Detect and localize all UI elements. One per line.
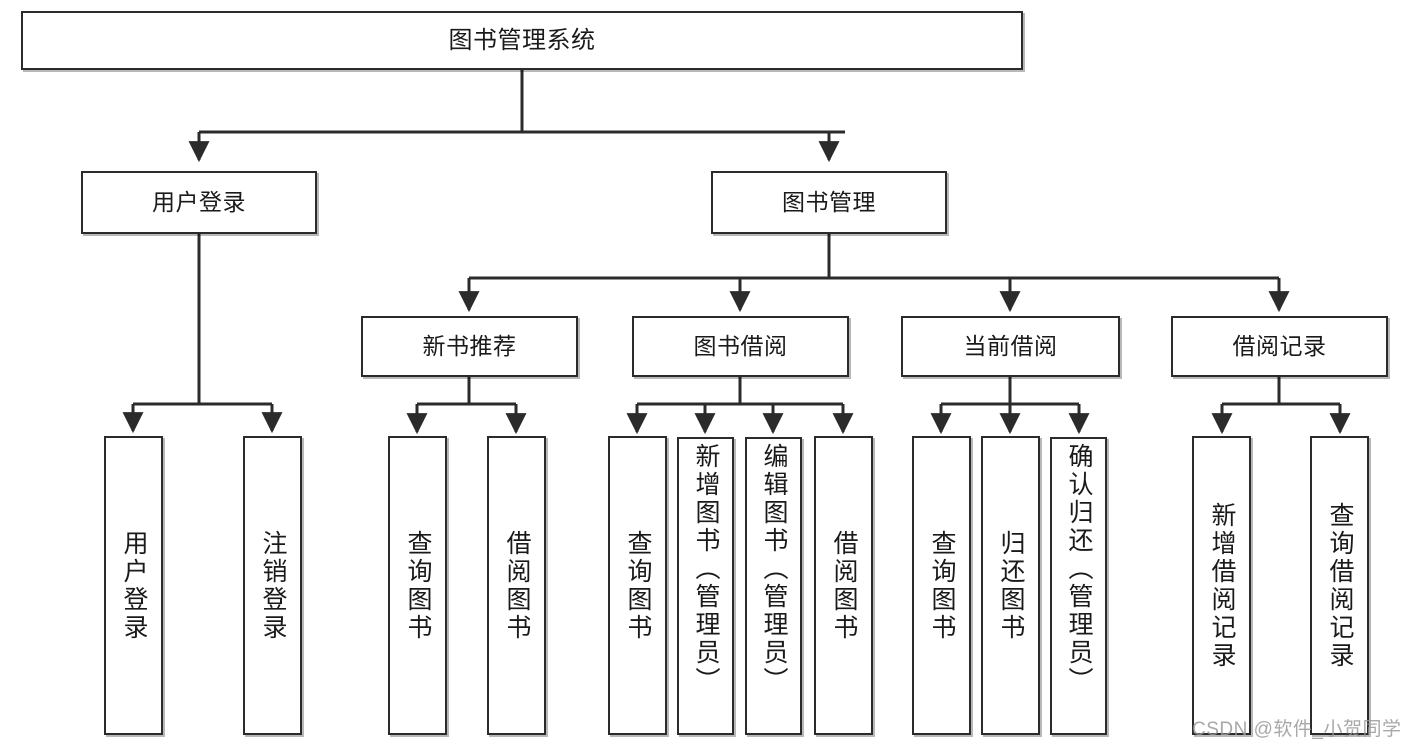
node-label: 新增借阅记录 (1208, 501, 1236, 670)
node-book-management[interactable]: 图书管理 (711, 171, 947, 234)
leaf-query-book-recommend[interactable]: 查询图书 (388, 436, 447, 735)
node-label: 新书推荐 (422, 333, 517, 360)
node-label: 借阅图书 (503, 529, 531, 642)
leaf-borrow-book-recommend[interactable]: 借阅图书 (487, 436, 546, 735)
node-label: 查询图书 (928, 529, 956, 642)
leaf-user-login[interactable]: 用户登录 (104, 436, 163, 735)
node-book-borrow[interactable]: 图书借阅 (632, 316, 849, 377)
node-label: 图书管理 (782, 189, 876, 216)
node-current-borrow[interactable]: 当前借阅 (901, 316, 1120, 377)
leaf-query-borrow-record[interactable]: 查询借阅记录 (1310, 436, 1369, 735)
node-label: 借阅记录 (1232, 333, 1327, 360)
node-root-system[interactable]: 图书管理系统 (21, 11, 1023, 70)
node-label: 借阅图书 (830, 529, 858, 642)
leaf-query-book-current[interactable]: 查询图书 (912, 436, 971, 735)
leaf-add-borrow-record[interactable]: 新增借阅记录 (1192, 436, 1251, 735)
node-label: 编辑图书（管理员） (760, 443, 788, 695)
leaf-query-book-borrow[interactable]: 查询图书 (608, 436, 667, 735)
node-label: 确认归还（管理员） (1065, 443, 1093, 695)
csdn-watermark: CSDN @软件_小贺同学 (1192, 719, 1402, 740)
leaf-borrow-book[interactable]: 借阅图书 (814, 436, 873, 735)
node-label: 当前借阅 (963, 333, 1058, 360)
leaf-return-book[interactable]: 归还图书 (981, 436, 1040, 735)
node-label: 查询图书 (624, 529, 652, 642)
node-label: 注销登录 (259, 529, 287, 642)
leaf-edit-book-admin[interactable]: 编辑图书（管理员） (745, 437, 802, 735)
node-new-book-recommend[interactable]: 新书推荐 (361, 316, 578, 377)
node-borrow-record[interactable]: 借阅记录 (1171, 316, 1388, 377)
node-label: 查询借阅记录 (1326, 501, 1354, 670)
node-label: 查询图书 (404, 529, 432, 642)
node-label: 新增图书（管理员） (692, 443, 720, 695)
node-label: 用户登录 (120, 529, 148, 642)
leaf-user-logout[interactable]: 注销登录 (243, 436, 302, 735)
leaf-confirm-return-admin[interactable]: 确认归还（管理员） (1050, 437, 1107, 735)
node-label: 图书借阅 (693, 333, 788, 360)
leaf-add-book-admin[interactable]: 新增图书（管理员） (677, 437, 734, 735)
node-label: 用户登录 (152, 189, 246, 216)
node-user-login[interactable]: 用户登录 (81, 171, 317, 234)
node-label: 图书管理系统 (448, 26, 596, 54)
node-label: 归还图书 (997, 529, 1025, 642)
